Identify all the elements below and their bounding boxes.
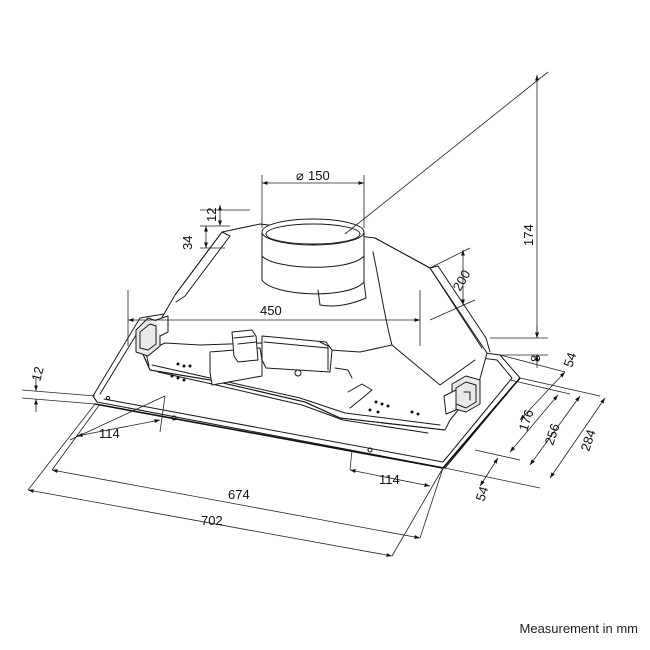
dim-width-outer: 702 — [201, 513, 223, 528]
dim-edge-left: 114 — [99, 426, 120, 441]
capacitor-box — [261, 335, 333, 373]
dim-duct-offset: 34 — [180, 236, 195, 250]
dim-edge-right: 114 — [379, 472, 400, 487]
dim-height-overall: 174 — [521, 224, 536, 246]
right-clamp — [443, 375, 481, 415]
dim-depth-256: 256 — [542, 422, 563, 447]
measurement-note: Measurement in mm — [519, 621, 638, 636]
dim-diameter: 150 — [308, 168, 330, 183]
dim-width-body: 450 — [260, 303, 282, 318]
dim-side-54-top: 54 — [561, 351, 580, 369]
dim-diameter-symbol: ⌀ — [296, 168, 304, 183]
dim-depth-284: 284 — [578, 428, 599, 453]
dim-flange-left: 12 — [28, 365, 46, 383]
screw-holes — [105, 362, 420, 453]
dim-depth-176: 176 — [516, 408, 537, 433]
dimension-lines — [21, 71, 606, 557]
duct-collar — [261, 218, 367, 307]
terminal-box — [231, 329, 259, 363]
dim-side-54-bottom: 54 — [473, 485, 492, 503]
dim-duct-height: 12 — [204, 208, 219, 222]
dim-width-inner: 674 — [228, 487, 250, 502]
dim-flange-top: 8 — [528, 355, 543, 362]
hood-body — [92, 218, 521, 469]
